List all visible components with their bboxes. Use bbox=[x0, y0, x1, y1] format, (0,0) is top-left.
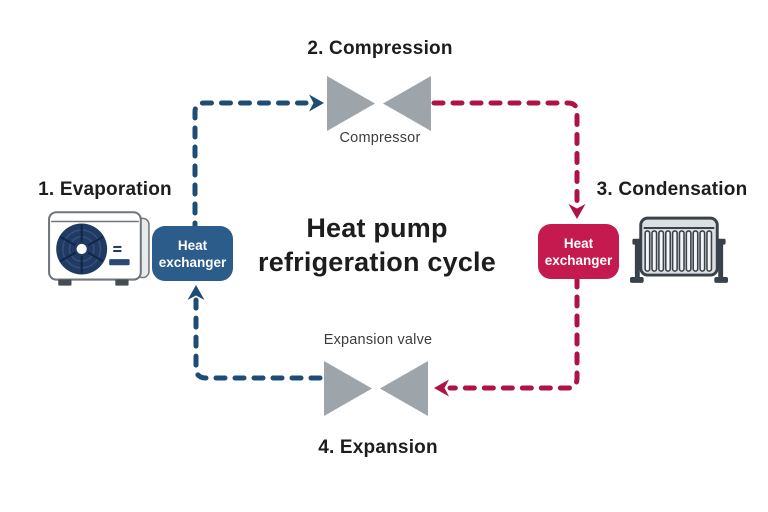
valve-to-evaporator-line bbox=[193, 297, 323, 381]
evaporator-to-compressor-line bbox=[192, 100, 309, 235]
cold-flow-lines bbox=[192, 100, 323, 381]
condenser-heat-exchanger-box: Heat exchanger bbox=[538, 224, 619, 279]
stage-expansion-label: 4. Expansion bbox=[318, 437, 438, 458]
stage-condensation-label: 3. Condensation bbox=[596, 179, 748, 200]
compressor-to-condenser-line bbox=[431, 100, 580, 205]
evaporator-heat-exchanger-box: Heat exchanger bbox=[152, 226, 233, 281]
arrow-down-icon bbox=[568, 204, 586, 219]
hot-flow-arrowheads bbox=[434, 204, 586, 397]
diagram-title-line2: refrigeration cycle bbox=[258, 247, 496, 277]
arrow-right-icon bbox=[309, 94, 324, 112]
condenser-to-valve-line bbox=[447, 275, 580, 391]
compressor-icon bbox=[327, 76, 431, 131]
diagram-title: Heat pump refrigeration cycle bbox=[197, 211, 557, 279]
stage-evaporation-label: 1. Evaporation bbox=[38, 179, 172, 200]
component-shapes bbox=[324, 76, 431, 416]
expansion-valve-icon bbox=[324, 361, 428, 416]
condenser-heat-exchanger-label: Heat exchanger bbox=[544, 235, 613, 268]
arrow-left-icon bbox=[434, 379, 449, 397]
compressor-caption: Compressor bbox=[339, 130, 421, 146]
evaporator-heat-exchanger-label: Heat exchanger bbox=[158, 237, 227, 270]
expansion-valve-caption: Expansion valve bbox=[323, 332, 433, 348]
outdoor-unit-icon bbox=[46, 208, 152, 292]
cold-flow-arrowheads bbox=[187, 94, 324, 300]
radiator-icon bbox=[628, 214, 730, 289]
arrow-up-icon bbox=[187, 285, 205, 300]
hot-flow-lines bbox=[431, 100, 580, 391]
diagram-title-line1: Heat pump bbox=[306, 213, 448, 243]
stage-compression-label: 2. Compression bbox=[307, 38, 453, 59]
